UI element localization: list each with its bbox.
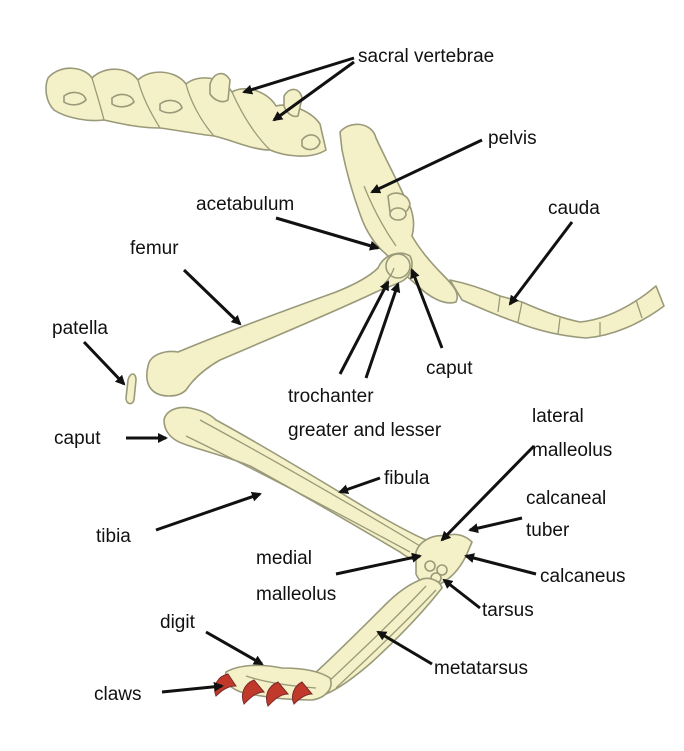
arrow-lateral-malleolus (440, 444, 536, 542)
arrow-trochanter-2 (364, 282, 401, 379)
label-tibia: tibia (96, 526, 131, 547)
tarsus-bones (415, 533, 473, 587)
arrow-femur (182, 268, 242, 326)
cauda-bones (449, 279, 665, 339)
arrow-cauda (508, 221, 574, 306)
label-cauda: cauda (548, 198, 600, 219)
label-metatarsus: metatarsus (434, 658, 528, 679)
leader-lines (82, 56, 574, 694)
arrow-tarsus (442, 578, 481, 610)
label-lateral: lateral (532, 406, 584, 427)
arrow-caput-femur (410, 268, 444, 349)
skeleton-illustration (45, 67, 665, 707)
label-malleolus-medial: malleolus (256, 584, 336, 605)
arrow-trochanter-1 (338, 280, 390, 375)
label-tarsus: tarsus (482, 600, 534, 621)
label-fibula: fibula (384, 468, 430, 489)
label-trochanter: trochanter (288, 386, 374, 407)
label-greater-and-lesser: greater and lesser (288, 420, 442, 441)
arrow-medial-malleolus (335, 552, 422, 576)
claws-marks (214, 673, 314, 707)
label-digit: digit (160, 612, 196, 633)
patella-bone (125, 373, 137, 405)
label-calcaneus: calcaneus (540, 566, 626, 587)
anatomy-labels: sacral vertebrae pelvis acetabulum cauda… (52, 46, 626, 705)
arrow-metatarsus (376, 630, 433, 666)
femur-bone (146, 252, 413, 397)
label-caput-tibia: caput (54, 428, 101, 449)
arrow-sacral-vertebrae-2 (272, 60, 355, 122)
arrow-calcaneal-tuber (468, 516, 523, 534)
arrow-patella (82, 340, 126, 386)
arrow-acetabulum (275, 216, 380, 251)
arrow-fibula (338, 476, 381, 495)
label-femur: femur (130, 238, 179, 259)
label-medial: medial (256, 548, 312, 569)
label-patella: patella (52, 318, 108, 339)
arrow-claws (161, 681, 224, 694)
label-claws: claws (94, 684, 142, 705)
label-caput-femur: caput (426, 358, 473, 379)
arrow-pelvis (370, 138, 483, 194)
arrow-calcaneus (464, 553, 537, 576)
label-sacral-vertebrae: sacral vertebrae (358, 46, 494, 67)
label-tuber: tuber (526, 520, 570, 541)
label-pelvis: pelvis (488, 128, 537, 149)
arrow-tibia (155, 491, 262, 532)
label-calcaneal: calcaneal (526, 488, 606, 509)
arrow-digit (205, 630, 264, 666)
label-acetabulum: acetabulum (196, 194, 294, 215)
arrow-sacral-vertebrae-1 (242, 56, 355, 95)
label-malleolus-lateral: malleolus (532, 440, 612, 461)
